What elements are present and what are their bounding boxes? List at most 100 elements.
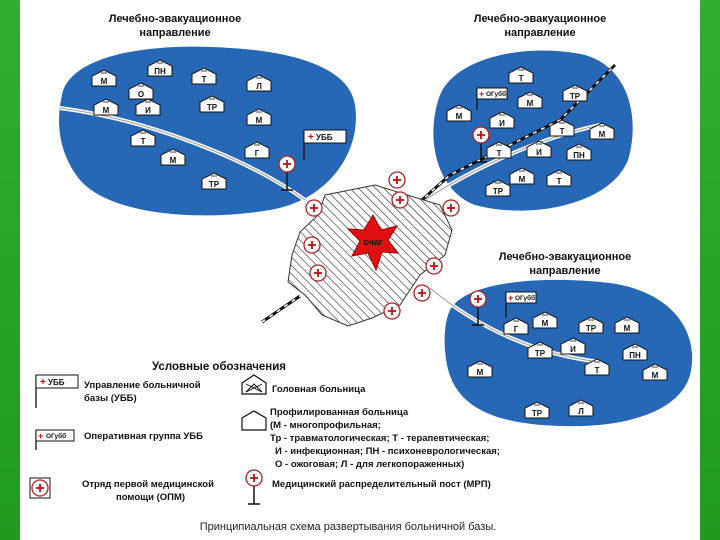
ogubb-flag: + ОГубб	[476, 87, 508, 110]
legend-ubb-line2: базы (УББ)	[84, 393, 137, 404]
legend-ogubb-symbol: + ОГубб	[35, 429, 75, 450]
opm-icon	[391, 191, 409, 209]
tent-hospital-icon: Г	[503, 317, 529, 335]
legend-opm-line2: помощи (ОПМ)	[116, 492, 185, 503]
focus-label: очаг	[363, 237, 383, 247]
tent-hospital-icon: М	[93, 98, 119, 116]
svg-text:+: +	[508, 293, 513, 303]
tent-label: М	[103, 106, 110, 115]
tent-hospital-icon: М	[509, 167, 535, 185]
tent-label: И	[499, 119, 505, 128]
tent-hospital-icon: М	[614, 316, 640, 334]
tent-label: Г	[514, 325, 519, 334]
opm-icon	[303, 236, 321, 254]
tent-label: Т	[202, 75, 207, 84]
svg-text:+: +	[38, 431, 43, 441]
legend-ubb-symbol: + УББ	[35, 374, 79, 408]
tent-label: ТР	[586, 324, 597, 333]
tent-hospital-icon: М	[467, 360, 493, 378]
opm-icon	[309, 264, 327, 282]
tent-hospital-icon: ПН	[147, 59, 173, 77]
tent-label: М	[256, 116, 263, 125]
zone-title-top-right-2: направление	[504, 27, 575, 39]
legend-opm-line1: Отряд первой медицинской	[82, 479, 214, 490]
tent-label: И	[536, 148, 542, 157]
opm-icon	[388, 171, 406, 189]
tent-hospital-icon: М	[246, 108, 272, 126]
ubb-flag: + УББ	[303, 129, 347, 160]
tent-hospital-icon: ТР	[201, 172, 227, 190]
mrp-post-icon	[278, 155, 296, 191]
tent-hospital-icon: Т	[546, 169, 572, 187]
opm-icon	[425, 257, 443, 275]
tent-label: М	[542, 319, 549, 328]
tent-hospital-icon: ТР	[578, 316, 604, 334]
opm-icon	[305, 199, 323, 217]
tent-hospital-icon: Г	[244, 141, 270, 159]
tent-label: ТР	[532, 409, 543, 418]
legend-profile-line3: И - инфекционная; ПН - психоневрологичес…	[275, 446, 500, 457]
tent-label: ТР	[535, 349, 546, 358]
tent-label: ПН	[154, 67, 166, 76]
tent-hospital-icon: И	[489, 111, 515, 129]
tent-hospital-icon: М	[91, 69, 117, 87]
railway-left	[261, 294, 301, 324]
legend-head-hospital: Головная больница	[272, 384, 366, 395]
tent-hospital-icon: Т	[508, 66, 534, 84]
tent-hospital-icon: ТР	[524, 401, 550, 419]
tent-hospital-icon: М	[589, 122, 615, 140]
tent-label: Т	[519, 74, 524, 83]
tent-label: М	[456, 112, 463, 121]
legend-profile-line1: (М - многопрофильная;	[270, 420, 381, 431]
tent-hospital-icon: М	[446, 104, 472, 122]
svg-text:+: +	[40, 377, 46, 388]
tent-hospital-icon: Т	[486, 141, 512, 159]
tent-label: ТР	[207, 103, 218, 112]
zone-title-bottom-right-1: Лечебно-эвакуационное	[499, 251, 632, 263]
tent-label: М	[624, 324, 631, 333]
svg-text:ОГубб: ОГубб	[46, 432, 66, 440]
tent-label: М	[477, 368, 484, 377]
tent-label: Г	[255, 149, 260, 158]
svg-text:УББ: УББ	[48, 378, 65, 387]
tent-hospital-icon: ТР	[527, 341, 553, 359]
tent-hospital-icon: Т	[584, 358, 610, 376]
zone-title-top-left-1: Лечебно-эвакуационное	[109, 13, 242, 25]
left-green-border	[0, 0, 20, 540]
tent-label: Л	[578, 407, 584, 416]
ogubb-flag: + ОГубб	[505, 291, 537, 318]
legend-mrp-symbol	[245, 469, 263, 505]
svg-text:УББ: УББ	[316, 133, 333, 142]
tent-label: ТР	[493, 187, 504, 196]
tent-label: М	[519, 175, 526, 184]
mrp-post-icon	[472, 126, 490, 163]
tent-hospital-icon: ПН	[566, 143, 592, 161]
tent-hospital-icon: И	[135, 98, 161, 116]
tent-hospital-icon: Л	[568, 399, 594, 417]
svg-text:+: +	[479, 89, 484, 99]
tent-hospital-icon: Т	[549, 119, 575, 137]
legend-ogubb-label: Оперативная группа УББ	[84, 431, 203, 442]
tent-label: ПН	[629, 351, 641, 360]
tent-label: М	[170, 156, 177, 165]
tent-hospital-icon: М	[160, 148, 186, 166]
legend-profile-line4: О - ожоговая; Л - для легкопораженных)	[275, 459, 464, 470]
legend-head-hospital-symbol	[241, 374, 267, 395]
tent-label: И	[145, 106, 151, 115]
tent-label: Т	[557, 177, 562, 186]
opm-icon	[413, 284, 431, 302]
tent-hospital-icon: ТР	[562, 84, 588, 102]
zone-title-bottom-right-2: направление	[529, 265, 600, 277]
tent-label: М	[527, 99, 534, 108]
tent-hospital-icon: И	[560, 337, 586, 355]
tent-label: Т	[595, 366, 600, 375]
tent-label: ТР	[570, 92, 581, 101]
tent-hospital-icon: М	[642, 363, 668, 381]
tent-label: Л	[256, 82, 262, 91]
opm-icon	[383, 302, 401, 320]
tent-hospital-icon: ТР	[485, 179, 511, 197]
tent-hospital-icon: Т	[130, 129, 156, 147]
